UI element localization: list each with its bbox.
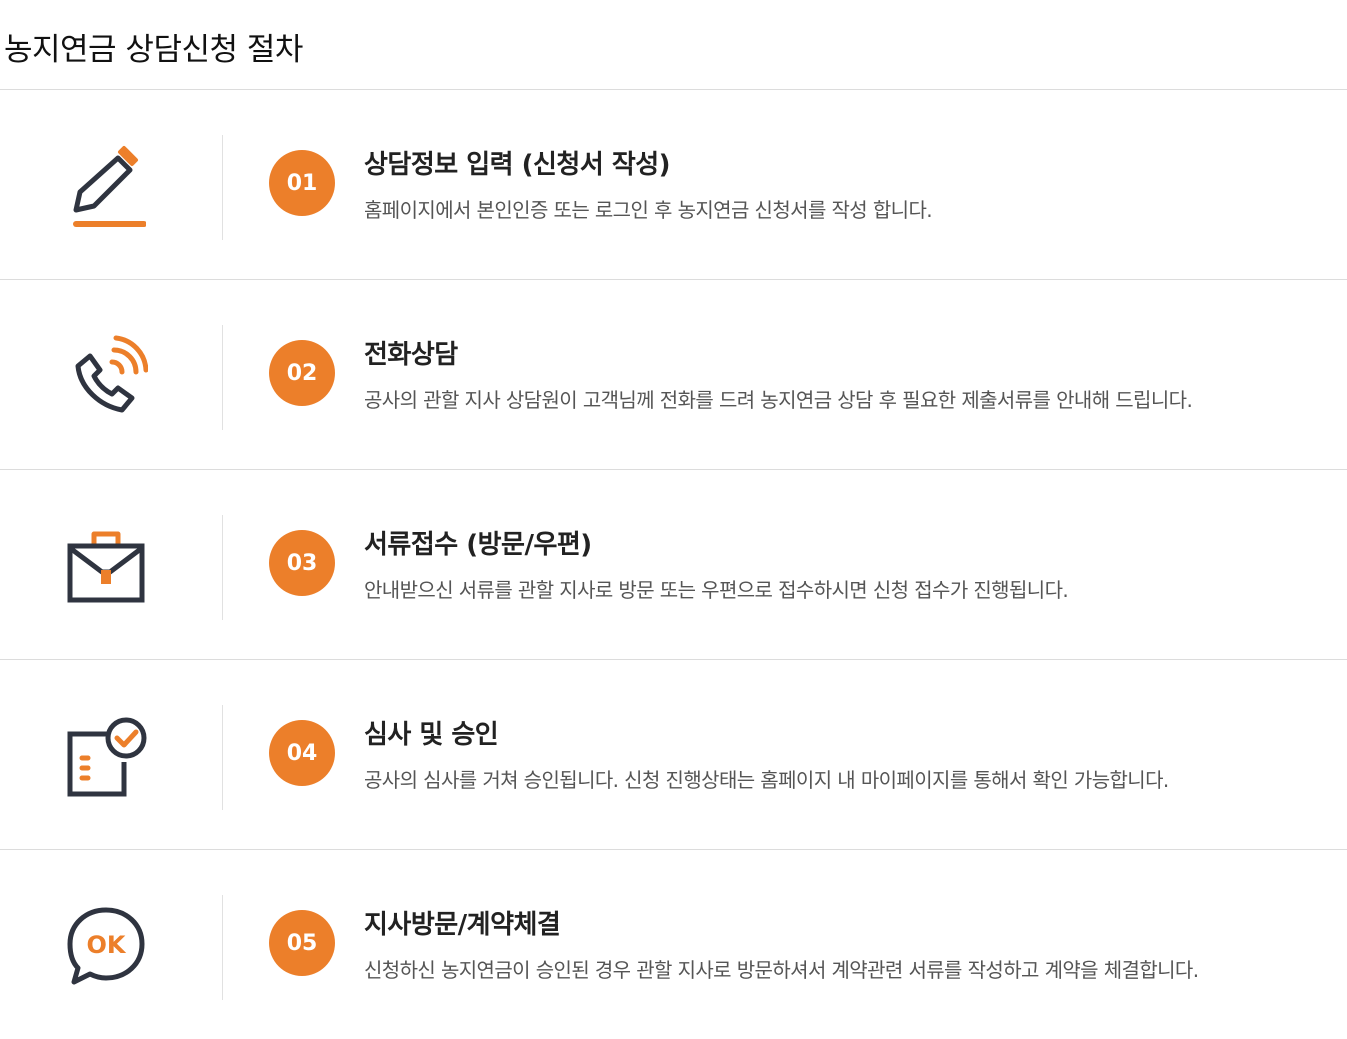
step-number-badge: 02	[269, 340, 335, 406]
step-description: 안내받으신 서류를 관할 지사로 방문 또는 우편으로 접수하시면 신청 접수가…	[364, 578, 1069, 602]
step-divider	[222, 325, 223, 430]
step-divider	[222, 515, 223, 620]
step-title: 지사방문/계약체결	[364, 910, 561, 940]
ok-speech-bubble-icon: OK	[58, 904, 154, 988]
step-2: 02 전화상담 공사의 관할 지사 상담원이 고객님께 전화를 드려 농지연금 …	[0, 280, 1347, 470]
step-5: OK 05 지사방문/계약체결 신청하신 농지연금이 승인된 경우 관할 지사로…	[0, 850, 1347, 1039]
briefcase-icon	[58, 524, 154, 608]
step-description: 홈페이지에서 본인인증 또는 로그인 후 농지연금 신청서를 작성 합니다.	[364, 198, 933, 222]
title-divider	[0, 89, 1347, 90]
step-number-badge: 01	[269, 150, 335, 216]
page-title: 농지연금 상담신청 절차	[4, 32, 303, 68]
step-divider	[222, 895, 223, 1000]
ok-text: OK	[87, 931, 127, 959]
phone-call-icon	[58, 334, 154, 418]
document-check-icon	[58, 714, 154, 798]
step-title: 심사 및 승인	[364, 720, 499, 750]
step-number-badge: 05	[269, 910, 335, 976]
step-title: 상담정보 입력 (신청서 작성)	[364, 150, 671, 180]
step-title: 서류접수 (방문/우편)	[364, 530, 592, 560]
step-divider	[222, 705, 223, 810]
step-4: 04 심사 및 승인 공사의 심사를 거쳐 승인됩니다. 신청 진행상태는 홈페…	[0, 660, 1347, 850]
step-number-badge: 04	[269, 720, 335, 786]
step-1: 01 상담정보 입력 (신청서 작성) 홈페이지에서 본인인증 또는 로그인 후…	[0, 90, 1347, 280]
step-description: 공사의 관할 지사 상담원이 고객님께 전화를 드려 농지연금 상담 후 필요한…	[364, 388, 1193, 412]
pencil-icon	[58, 144, 154, 228]
step-number-badge: 03	[269, 530, 335, 596]
step-3: 03 서류접수 (방문/우편) 안내받으신 서류를 관할 지사로 방문 또는 우…	[0, 470, 1347, 660]
step-title: 전화상담	[364, 340, 458, 370]
procedure-steps: 01 상담정보 입력 (신청서 작성) 홈페이지에서 본인인증 또는 로그인 후…	[0, 90, 1347, 1039]
step-description: 신청하신 농지연금이 승인된 경우 관할 지사로 방문하셔서 계약관련 서류를 …	[364, 958, 1199, 982]
step-divider	[222, 135, 223, 240]
step-description: 공사의 심사를 거쳐 승인됩니다. 신청 진행상태는 홈페이지 내 마이페이지를…	[364, 768, 1169, 792]
